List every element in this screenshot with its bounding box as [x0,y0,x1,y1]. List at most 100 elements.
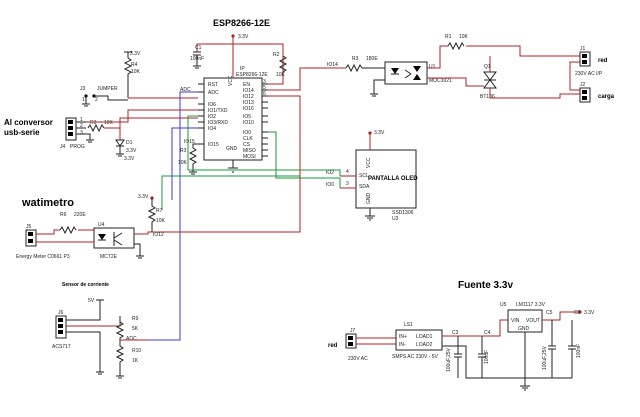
lm1117-label: LM1117 3.3V [516,302,546,308]
c3-value: 100uF,25V [446,347,452,372]
esp-pin-io6: IO6 [208,102,216,108]
esp-pin-io15: IO15 [208,142,219,148]
esp-pin-txd: IO1/TXD [208,108,228,114]
r1-label: R1 [445,34,452,40]
c1-label: C1 [195,45,202,51]
c3-label: C3 [452,330,459,336]
ls1-label: LS1 [404,322,413,328]
esp-pin-io0: IO0 [243,130,251,136]
esp-subtitle: ESP8266-12E [236,72,268,78]
r10-value: 1K [132,358,139,364]
r4-vcc-label: 3.3V [130,51,141,57]
lm-gnd: GND [518,326,530,332]
oled-pin-vcc: VCC [366,157,372,168]
title-usb-serial-line2: usb-serie [4,128,40,137]
esp-pin-io4: IO4 [208,126,216,132]
esp-pin-cs: CS [243,142,251,148]
esp-vcc-label: 3.3V [238,34,249,40]
c6-label: C6 [574,310,581,316]
c6-value: 100nF [576,344,582,358]
j2-label: J2 [580,82,586,88]
title-sensor-corriente: Sensor de corriente [62,282,109,288]
esp-pin-io5: IO5 [243,114,251,120]
esp-io15-net-label: IO15 [184,139,195,145]
esp-gnd-pin: GND [226,146,238,152]
esp-pin-rst: RST [208,82,218,88]
c4-value: 100uF [484,350,490,364]
esp-pin-io13: IO13 [243,100,254,106]
u3-label: U3 [392,216,399,222]
j1-label: J1 [580,46,586,52]
title-watimetro: watimetro [21,197,74,209]
q1-value: BT136 [480,94,495,100]
oled-vcc-label: 3.3V [374,130,385,136]
carga-label: carga [598,94,615,100]
j7-label: J7 [350,328,356,334]
io14-net-label: IO14 [327,62,338,68]
esp-pin-io14: IO14 [243,88,254,94]
title-esp8266: ESP8266-12E [213,18,270,28]
io12-net-label: IO12 [153,232,164,238]
esp-pin-io2: IO2 [208,114,216,120]
esp-pin-io16: IO16 [243,106,254,112]
c5-label: C5 [546,310,553,316]
i2c-sda-wire [268,131,341,188]
u1-value: MOC3021 [429,78,452,84]
j4-pin-2: 2 [80,123,83,129]
oled-pin-scl: SCL [359,173,369,179]
r6-value: 220E [74,212,86,218]
r2-value: 10K [276,72,286,78]
title-fuente: Fuente 3.3v [458,280,513,291]
esp-pin-io10: IO10 [243,120,254,126]
r10-label: R10 [132,348,141,354]
oled-pin-4: 4 [346,169,349,175]
r6-label: R6 [60,212,67,218]
lm-vin: VIN [511,318,520,324]
ps-ac-label: 230V AC [348,356,368,362]
j5-label: J5 [26,224,32,230]
esp-pin-io12: IO12 [243,94,254,100]
c4-label: C4 [484,330,491,336]
jumper-label: JUMPER [97,86,118,92]
current-sensor: J6 ACS717 5V R9 5K R10 1K ADC [52,298,148,379]
esp8266-module: IP ESP8266-12E VCC GND RST ADC IO6 IO1/T… [198,66,268,161]
power-supply: red J7 230V AC IN+ IN- LOAD1 LOAD2 LS1 S… [328,302,595,391]
esp-pin-clk: CLK [243,136,253,142]
esp-pin-en: EN [243,82,250,88]
r3-label: R3 [90,120,97,126]
sensor-adc-label: ADC [126,336,137,342]
u4-label: U4 [98,222,105,228]
esp-pin-adc: ADC [208,90,219,96]
rx-protection: R3 10K D1 3.3V [86,109,198,157]
smps-in-plus: IN+ [399,334,407,340]
smps-load2: LOAD2 [416,342,433,348]
j6-label: J6 [58,310,64,316]
d1-value: 3.3V [126,148,137,154]
oled-pin-sda: SDA [359,184,370,190]
red-label: red [598,58,608,64]
j3-pin-2: 2 [95,97,98,103]
lm-vout: VOUT [526,318,540,324]
i2c-scl-wire [187,115,341,176]
watimetro-circuit: J5 Energy Meter C0661 P3 R6 220E U4 MCT2… [16,95,301,260]
r3b-label: R3 [352,56,359,62]
j4-pin-3: 3 [80,130,83,136]
sensor-vcc-label: 5V [88,298,95,304]
u1-label: U1 [429,64,436,70]
oled-ref: SSD1306 [392,210,414,216]
acs-label: ACS717 [52,344,71,350]
esp-ref: IP [240,66,245,72]
esp-vcc-pin: VCC [228,75,234,86]
esp-pin-rxd: IO3/RXD [208,120,228,126]
oled-pin-gnd: GND [366,193,372,205]
r3b-value: 180E [366,56,378,62]
j4-pin-1: 1 [80,117,83,123]
triac-driver: IO14 R3 180E U1 MOC3021 R1 10K Q1 BT136 [268,34,615,103]
r3-value: 10K [104,120,114,126]
d1-label: D1 [126,140,133,146]
esp-pin-mosi: MOSI [243,154,256,160]
io2-net-label: IO2 [326,170,334,176]
esp-pin-num-5: 5 [263,85,266,91]
oled-pin-3: 3 [346,181,349,187]
